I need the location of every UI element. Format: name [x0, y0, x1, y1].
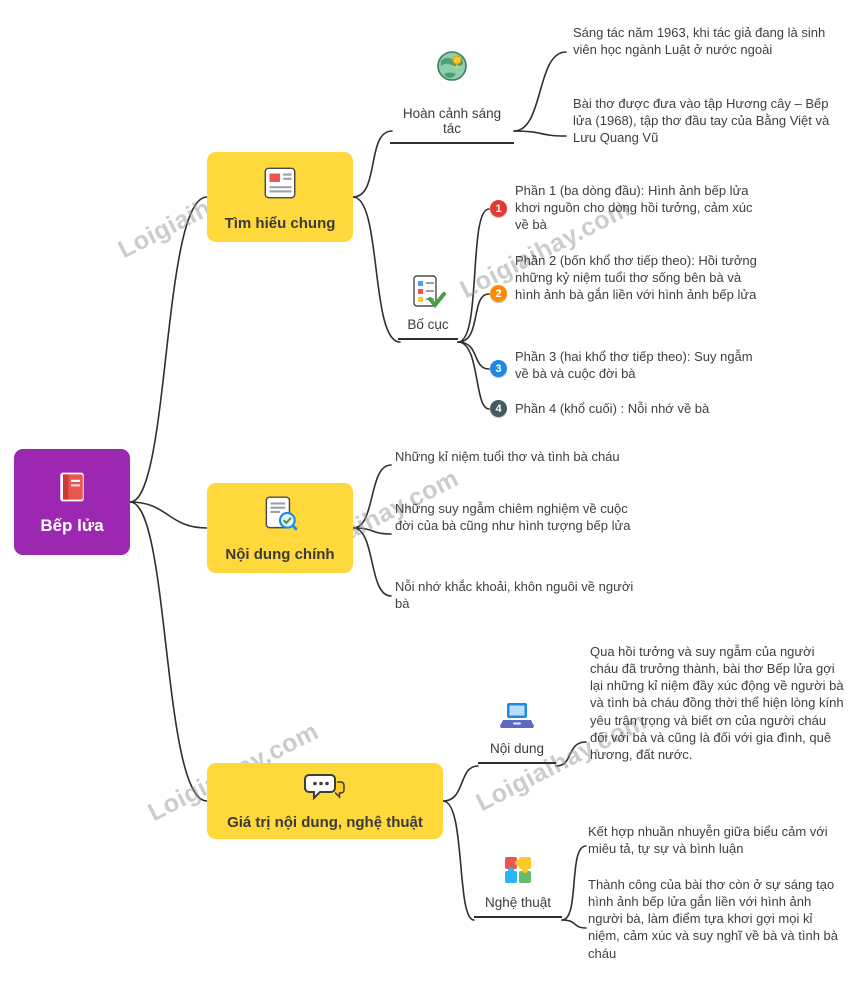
- subnode-nghe-thuat[interactable]: Nghệ thuật: [474, 895, 562, 918]
- leaf-text: Nỗi nhớ khắc khoải, khôn nguôi về người …: [395, 579, 634, 612]
- part-badge-4: 4: [490, 400, 507, 417]
- book-laptop-icon: [497, 696, 537, 736]
- document-search-icon: [259, 493, 301, 540]
- branch-gia-tri[interactable]: Giá trị nội dung, nghệ thuật: [207, 763, 443, 839]
- book-icon: [54, 469, 90, 510]
- branch-label: Giá trị nội dung, nghệ thuật: [227, 813, 423, 831]
- checklist-icon: [406, 272, 446, 312]
- branch-label: Tìm hiểu chung: [224, 215, 336, 232]
- branch-label: Nội dung chính: [225, 546, 335, 563]
- leaf-text: Kết hợp nhuần nhuyễn giữa biểu cảm với m…: [588, 824, 828, 857]
- branch-noi-dung-chinh[interactable]: Nội dung chính: [207, 483, 353, 573]
- chat-icon: [303, 772, 347, 811]
- leaf-text: Qua hồi tưởng và suy ngẫm của người cháu…: [590, 644, 844, 762]
- subnode-bo-cuc[interactable]: Bố cục: [398, 317, 458, 340]
- branch-tim-hieu-chung[interactable]: Tìm hiểu chung: [207, 152, 353, 242]
- leaf-text: Phần 3 (hai khổ thơ tiếp theo): Suy ngẫm…: [515, 349, 753, 382]
- leaf-text: Những kỉ niệm tuổi thơ và tình bà cháu: [395, 449, 620, 464]
- leaf-text: Phần 2 (bốn khổ thơ tiếp theo): Hồi tưởn…: [515, 253, 757, 303]
- newspaper-icon: [259, 162, 301, 209]
- subnode-hoan-canh-sang-tac[interactable]: Hoàn cảnh sáng tác: [390, 106, 514, 144]
- leaf-text: Sáng tác năm 1963, khi tác giả đang là s…: [573, 25, 826, 58]
- part-badge-1: 1: [490, 200, 507, 217]
- leaf-text: Phần 4 (khổ cuối) : Nỗi nhớ về bà: [515, 401, 710, 416]
- leaf-text: Phần 1 (ba dòng đầu): Hình ảnh bếp lửa k…: [515, 183, 753, 233]
- leaf-text: Bài thơ được đưa vào tập Hương cây – Bếp…: [573, 96, 830, 146]
- part-badge-3: 3: [490, 360, 507, 377]
- puzzle-icon: [498, 850, 538, 890]
- root-label: Bếp lửa: [40, 515, 104, 535]
- leaf-text: Thành công của bài thơ còn ở sự sáng tạo…: [588, 877, 839, 961]
- globe-icon: [432, 46, 472, 86]
- subnode-noi-dung[interactable]: Nội dung: [478, 741, 556, 764]
- root-node-bep-lua[interactable]: Bếp lửa: [14, 449, 130, 555]
- leaf-text: Những suy ngẫm chiêm nghiệm về cuộc đời …: [395, 501, 631, 534]
- part-badge-2: 2: [490, 285, 507, 302]
